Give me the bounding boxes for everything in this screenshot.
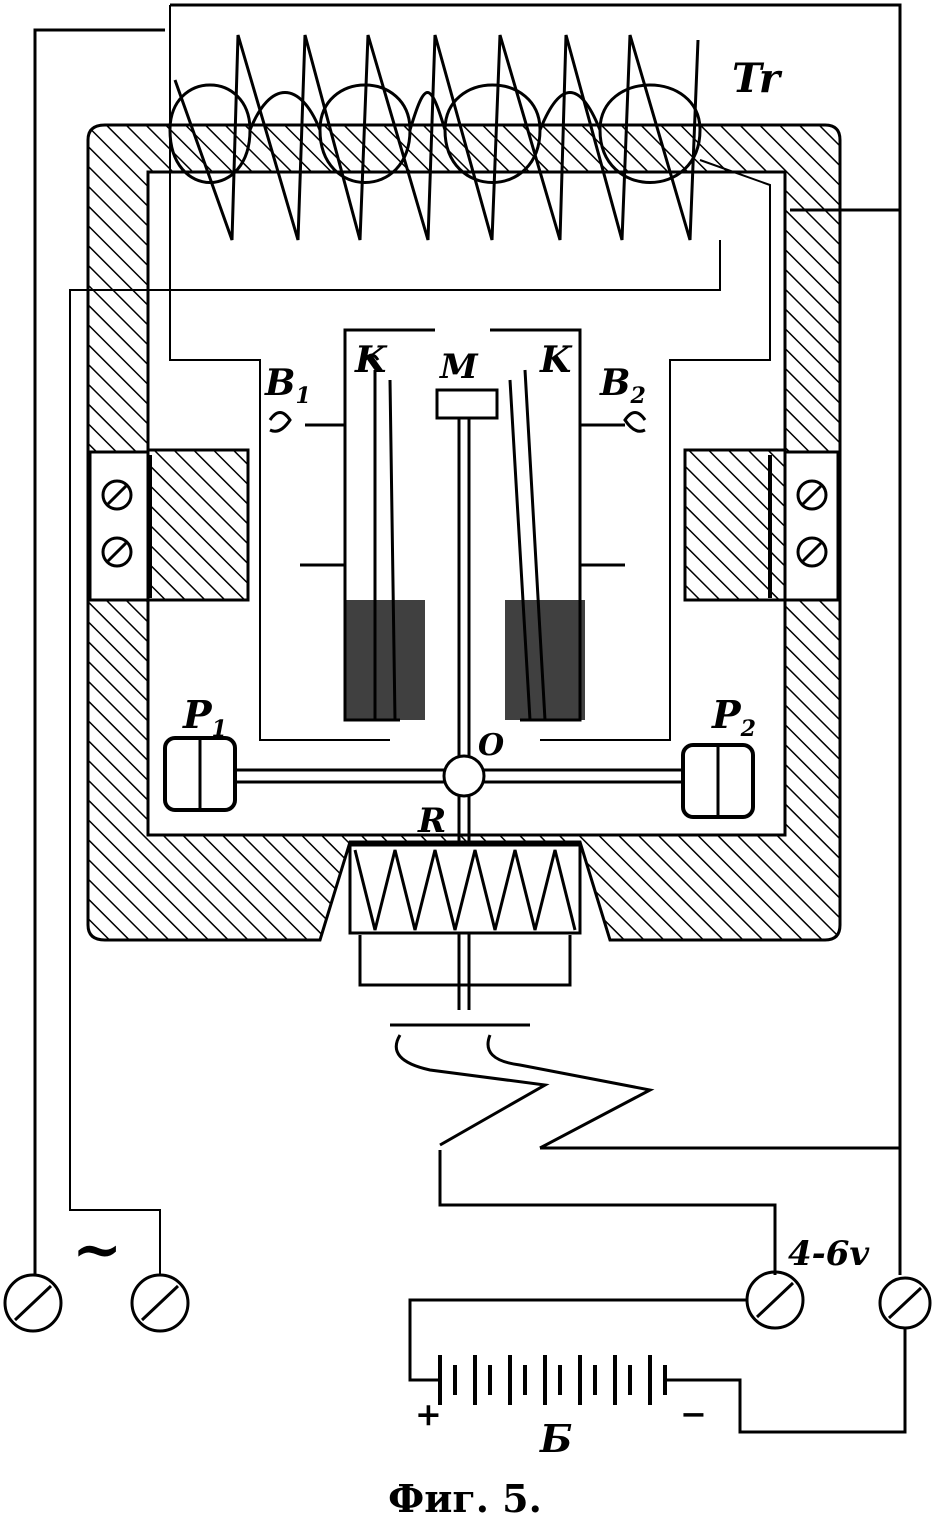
label-m: M bbox=[439, 347, 479, 387]
label-b2: B2 bbox=[599, 362, 646, 409]
contact-housing-right bbox=[490, 328, 647, 722]
screw-icon bbox=[101, 536, 133, 568]
screw-icon bbox=[101, 479, 133, 511]
screw-icon bbox=[796, 536, 828, 568]
hatched-housing bbox=[86, 123, 842, 942]
screw-icon bbox=[796, 479, 828, 511]
terminal-dc-1[interactable] bbox=[745, 1270, 805, 1330]
battery bbox=[438, 1355, 667, 1405]
label-k-right: K bbox=[539, 339, 573, 381]
ac-symbol: ~ bbox=[72, 1215, 122, 1285]
label-p2: P2 bbox=[711, 692, 756, 742]
label-r: R bbox=[417, 801, 446, 841]
label-battery: Б bbox=[539, 1416, 572, 1461]
mass-m bbox=[435, 388, 499, 420]
adjust-screw-b1 bbox=[268, 411, 345, 433]
side-plate-right bbox=[768, 450, 840, 602]
terminal-dc-2[interactable] bbox=[878, 1276, 932, 1330]
label-tr: Tr bbox=[732, 55, 783, 102]
terminal-ac-2[interactable] bbox=[130, 1273, 190, 1333]
transformer-coil bbox=[168, 34, 702, 241]
bottom-coil bbox=[348, 843, 582, 1027]
label-b1: B1 bbox=[264, 362, 311, 409]
label-k-left: K bbox=[354, 339, 388, 381]
adjust-screw-b2 bbox=[580, 411, 647, 433]
figure-caption: Фиг. 5. bbox=[388, 1476, 542, 1521]
side-plate-left bbox=[88, 450, 152, 602]
label-plus: + bbox=[415, 1395, 442, 1433]
spring-contact bbox=[394, 1034, 655, 1150]
contact-housing-left bbox=[268, 328, 435, 722]
pivot-o bbox=[442, 754, 486, 798]
label-p1: P1 bbox=[182, 692, 227, 742]
label-voltage: 4-6v bbox=[788, 1234, 870, 1274]
label-minus: − bbox=[680, 1395, 707, 1433]
label-o: O bbox=[478, 728, 504, 763]
terminal-ac-1[interactable] bbox=[3, 1273, 63, 1333]
